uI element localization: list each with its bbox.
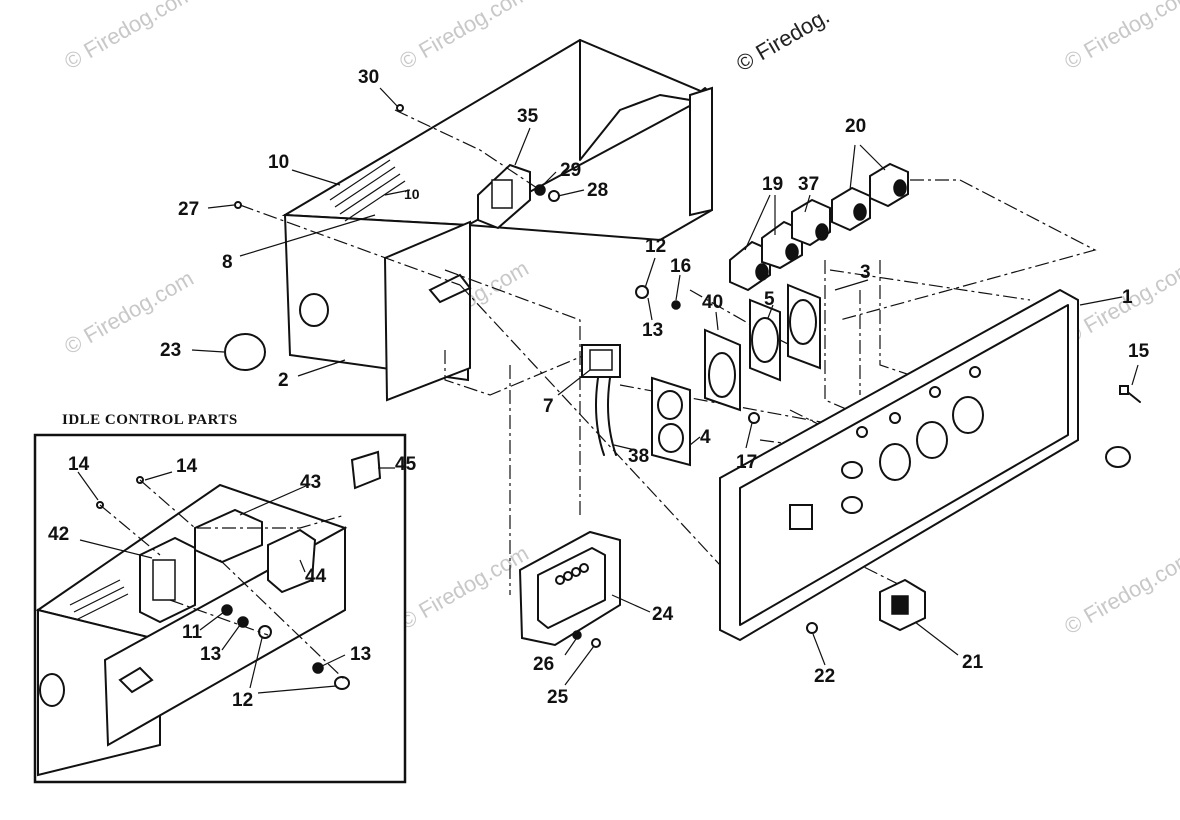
watermark: © Firedog. xyxy=(732,3,834,76)
callout-label: 25 xyxy=(547,687,569,708)
leader-lines xyxy=(191,87,1139,686)
callout-label: 45 xyxy=(395,454,417,475)
watermark: © Firedog.com xyxy=(60,0,198,74)
front-panel xyxy=(719,288,1079,642)
callout-label: 19 xyxy=(762,174,783,195)
callout-label: 2 xyxy=(278,370,289,391)
knob xyxy=(1105,446,1131,468)
callout-label: 13 xyxy=(350,644,371,665)
callout-label: 20 xyxy=(845,116,866,137)
switch-21 xyxy=(879,578,926,632)
callout-label: 44 xyxy=(305,566,327,587)
idle-control-inset xyxy=(33,433,407,784)
callout-label: 24 xyxy=(652,604,674,625)
callout-label: 35 xyxy=(517,106,539,127)
callout-label: 21 xyxy=(962,652,984,673)
plug-23 xyxy=(224,333,266,371)
screw-15 xyxy=(1119,385,1141,403)
callout-label: 14 xyxy=(68,454,90,475)
callout-label: 42 xyxy=(48,524,69,545)
washer-16 xyxy=(671,300,681,310)
nut-12 xyxy=(635,285,649,299)
watermark: © Firedog.com xyxy=(395,540,533,634)
callout-label: 40 xyxy=(702,292,723,313)
callout-label: 13 xyxy=(642,320,663,341)
callout-label: 13 xyxy=(200,644,221,665)
callout-label: 37 xyxy=(798,174,819,195)
nut-28 xyxy=(548,190,560,202)
screw-22 xyxy=(806,622,818,634)
callout-label: 27 xyxy=(178,199,199,220)
callout-label: 12 xyxy=(232,690,253,711)
callout-label: 10 xyxy=(404,186,420,202)
callout-label: 17 xyxy=(736,452,757,473)
callout-label: 29 xyxy=(560,160,581,181)
callout-label: 30 xyxy=(358,67,379,88)
callout-label: 16 xyxy=(670,256,691,277)
callout-labels: 30 35 10 10 29 28 27 8 23 2 20 19 37 12 … xyxy=(48,67,1150,711)
module-24 xyxy=(518,530,621,647)
watermark: © Firedog.com xyxy=(395,0,533,74)
callout-label: 28 xyxy=(587,180,608,201)
callout-label: 22 xyxy=(814,666,835,687)
callout-label: 26 xyxy=(533,654,554,675)
connector-7 xyxy=(581,344,621,456)
callout-label: 14 xyxy=(176,456,198,477)
screw-25 xyxy=(591,638,601,648)
callout-label: 3 xyxy=(860,262,871,283)
callout-label: 23 xyxy=(160,340,181,361)
circuit-breakers xyxy=(729,162,909,292)
callout-label: 1 xyxy=(1122,287,1133,308)
inset-title: IDLE CONTROL PARTS xyxy=(62,412,238,428)
callout-label: 15 xyxy=(1128,341,1150,362)
callout-label: 10 xyxy=(268,152,289,173)
callout-label: 7 xyxy=(543,396,554,417)
receptacles xyxy=(651,283,821,467)
callout-label: 5 xyxy=(764,289,775,310)
callout-label: 43 xyxy=(300,472,321,493)
callout-label: 12 xyxy=(645,236,666,257)
callout-label: 11 xyxy=(182,622,203,643)
washer-29 xyxy=(534,184,546,196)
callout-label: 38 xyxy=(628,446,649,467)
callout-label: 4 xyxy=(700,427,711,448)
lockwasher-17 xyxy=(748,412,760,424)
callout-label: 8 xyxy=(222,252,233,273)
watermark: © Firedog.com xyxy=(1060,0,1180,74)
screw-30 xyxy=(396,104,404,112)
washer-26 xyxy=(572,630,582,640)
module-35 xyxy=(477,163,531,230)
watermark: © Firedog.com xyxy=(1060,545,1180,639)
